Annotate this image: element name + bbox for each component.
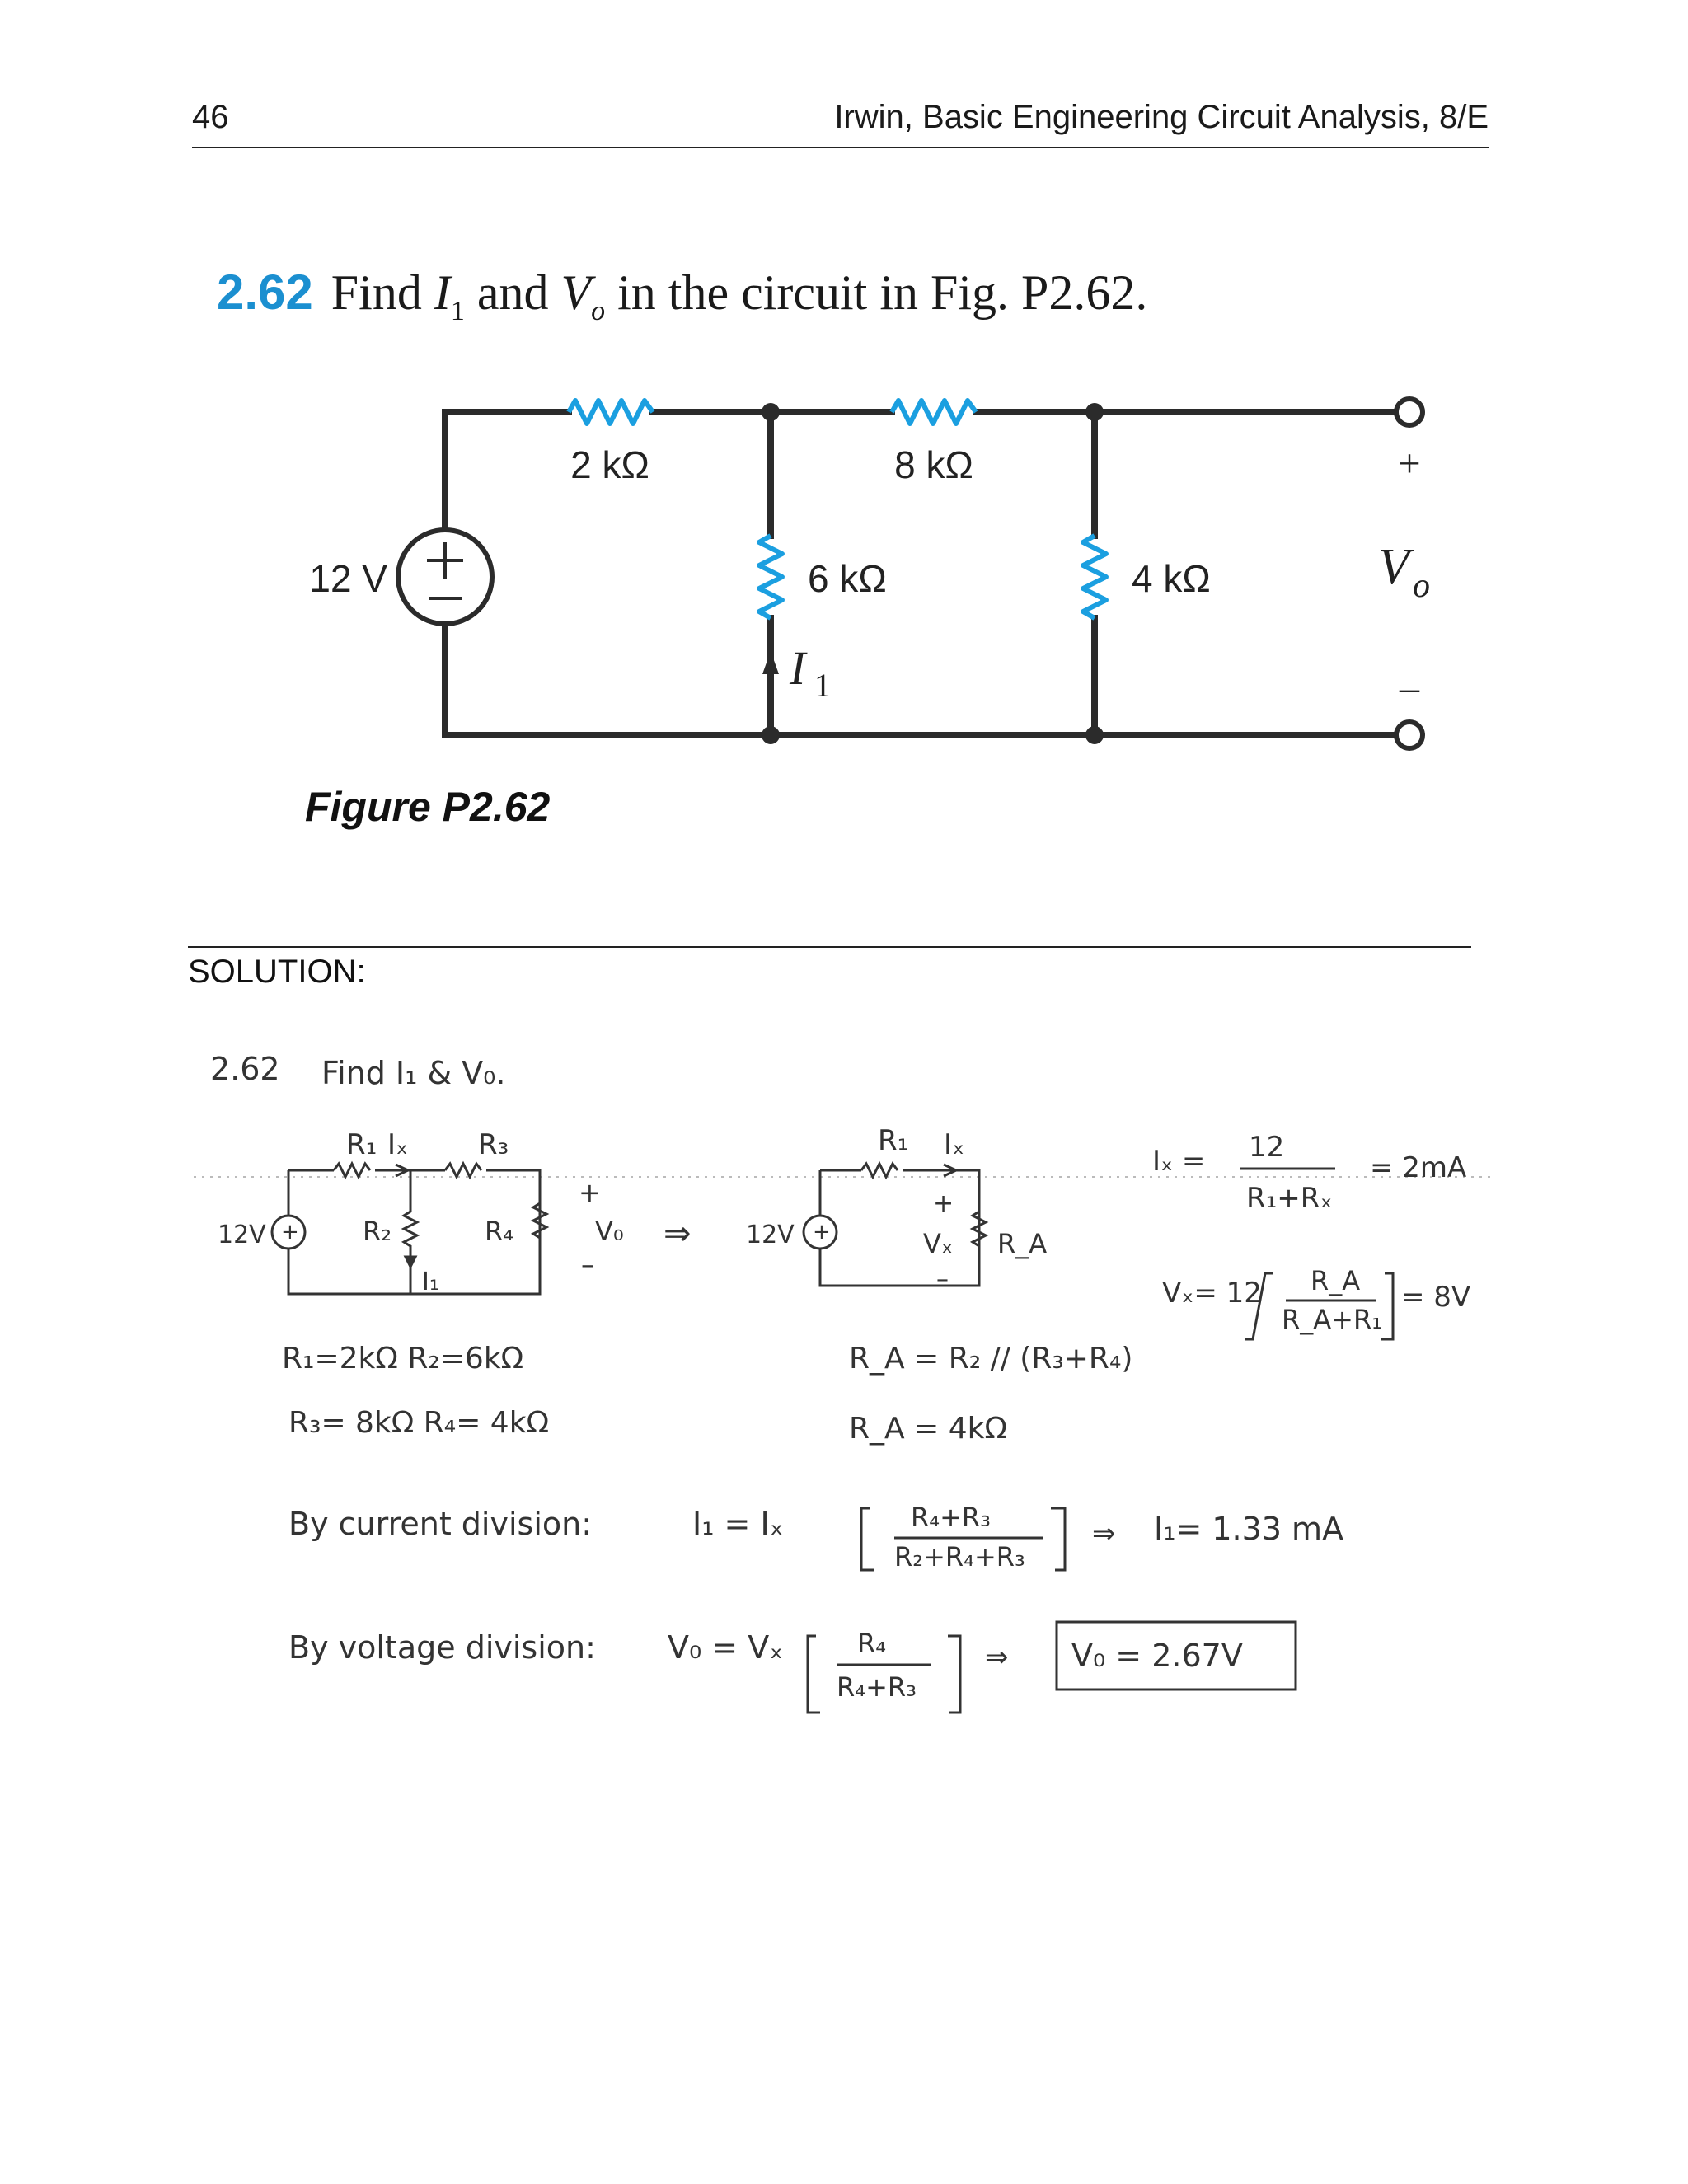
hw-c2-ra: R_A	[997, 1228, 1047, 1259]
solution-heading: SOLUTION:	[188, 954, 366, 990]
hw-c1-r2: R₂	[363, 1216, 392, 1247]
hw-c2-r1: R₁	[878, 1124, 908, 1157]
hw-ix-num: 12	[1249, 1131, 1284, 1164]
resistor-2k	[566, 398, 655, 426]
problem-var-v-sub: o	[591, 296, 606, 326]
hw-answer-box	[1055, 1620, 1297, 1691]
page-number: 46	[192, 99, 229, 135]
hw-vd-label: By voltage division:	[288, 1629, 596, 1666]
problem-text-rest: in the circuit in Fig. P2.62.	[617, 265, 1148, 320]
hw-c1-i1: I₁	[422, 1268, 439, 1296]
hw-vx-num: R_A	[1311, 1265, 1360, 1296]
circuit-figure: 2 kΩ 8 kΩ 6 kΩ 4 kΩ 12 V I 1 + – V o	[309, 396, 1430, 751]
label-i1: I	[789, 641, 808, 695]
label-8k: 8 kΩ	[894, 443, 973, 486]
problem-text-and: and	[476, 265, 549, 320]
hw-vd-arrow: ⇒	[985, 1641, 1009, 1674]
terminal-bottom	[1394, 719, 1425, 751]
hw-c1-src-plus: +	[281, 1220, 299, 1244]
problem-statement: 2.62 Find I1 and Vo in the circuit in Fig…	[217, 264, 1147, 327]
hw-cd-den: R₂+R₄+R₃	[894, 1541, 1025, 1572]
label-vo-minus: –	[1399, 666, 1420, 710]
hw-c1-minus: –	[581, 1249, 594, 1280]
hw-values-2: R₃= 8kΩ R₄= 4kΩ	[288, 1406, 549, 1440]
label-vo-plus: +	[1398, 442, 1420, 485]
hw-c1-ix: Iₓ	[387, 1128, 408, 1161]
hw-c1-src: 12V	[218, 1221, 266, 1249]
hw-c1-r1: R₁	[346, 1128, 377, 1161]
hw-c2-minus: –	[936, 1265, 949, 1294]
hw-c1-plus: +	[579, 1177, 601, 1208]
hw-vx-den: R_A+R₁	[1282, 1304, 1382, 1335]
problem-text-find: Find	[331, 265, 422, 320]
hw-c2-src-plus: +	[813, 1220, 831, 1244]
hw-values-1: R₁=2kΩ R₂=6kΩ	[282, 1342, 523, 1376]
hw-vd-num: R₄	[857, 1628, 886, 1659]
hw-c2-src: 12V	[746, 1221, 795, 1249]
hw-ra-eq: R_A = R₂ // (R₃+R₄)	[849, 1342, 1132, 1376]
label-2k: 2 kΩ	[570, 443, 649, 486]
problem-number: 2.62	[217, 265, 313, 320]
hw-cd-res: I₁= 1.33 mA	[1154, 1511, 1343, 1547]
hw-title-num: 2.62	[210, 1051, 280, 1087]
hw-arrow: ⇒	[663, 1215, 692, 1253]
hw-title-text: Find I₁ & V₀.	[321, 1055, 505, 1091]
hw-vx-res: = 8V	[1401, 1281, 1470, 1314]
hw-cd-lhs: I₁ = Iₓ	[692, 1506, 784, 1542]
hw-vd-lhs: V₀ = Vₓ	[668, 1629, 783, 1666]
hw-ix-den: R₁+Rₓ	[1246, 1182, 1332, 1215]
label-4k: 4 kΩ	[1132, 557, 1211, 600]
hw-circuit-1	[270, 1160, 550, 1296]
resistor-4k	[1081, 533, 1109, 621]
hw-ix-res: = 2mA	[1370, 1151, 1466, 1184]
label-6k: 6 kΩ	[808, 557, 887, 600]
hw-c2-ix: Iₓ	[944, 1128, 964, 1161]
hw-ix-lhs: Iₓ =	[1152, 1145, 1205, 1178]
hw-cd-arrow: ⇒	[1092, 1517, 1116, 1550]
hw-c1-r3: R₃	[478, 1128, 509, 1161]
label-i1-sub: 1	[814, 667, 831, 704]
problem-var-i-sub: 1	[450, 296, 465, 326]
current-arrow-icon	[762, 651, 779, 674]
hw-c1-r4: R₄	[485, 1216, 513, 1247]
label-12v: 12 V	[309, 557, 387, 600]
figure-caption: Figure P2.62	[305, 784, 551, 830]
resistor-8k	[889, 398, 978, 426]
handwritten-solution: 2.62 Find I₁ & V₀. R₁ Iₓ R₃ R₂ R₄ 12V + …	[194, 1051, 1492, 1714]
hw-cd-label: By current division:	[288, 1506, 592, 1542]
header-rule	[192, 147, 1489, 148]
terminal-top	[1394, 396, 1425, 428]
label-vo-sub: o	[1413, 567, 1430, 605]
resistor-6k	[757, 533, 785, 621]
hw-vx-lhs: Vₓ= 12	[1162, 1277, 1262, 1310]
hw-vd-res: V₀ = 2.67V	[1071, 1638, 1243, 1674]
problem-var-v: V	[560, 265, 592, 320]
hw-c2-plus: +	[933, 1189, 954, 1218]
hw-c1-vo: V₀	[595, 1216, 624, 1247]
hw-ra-val: R_A = 4kΩ	[849, 1412, 1007, 1446]
hw-circuit-2	[802, 1160, 989, 1287]
label-vo: V	[1378, 539, 1414, 595]
solution-rule	[188, 946, 1471, 948]
hw-vd-den: R₄+R₃	[837, 1671, 917, 1703]
hw-c2-vx: Vₓ	[923, 1228, 953, 1259]
book-title: Irwin, Basic Engineering Circuit Analysi…	[834, 99, 1489, 135]
hw-cd-num: R₄+R₃	[911, 1502, 991, 1533]
problem-var-i: I	[434, 265, 451, 320]
